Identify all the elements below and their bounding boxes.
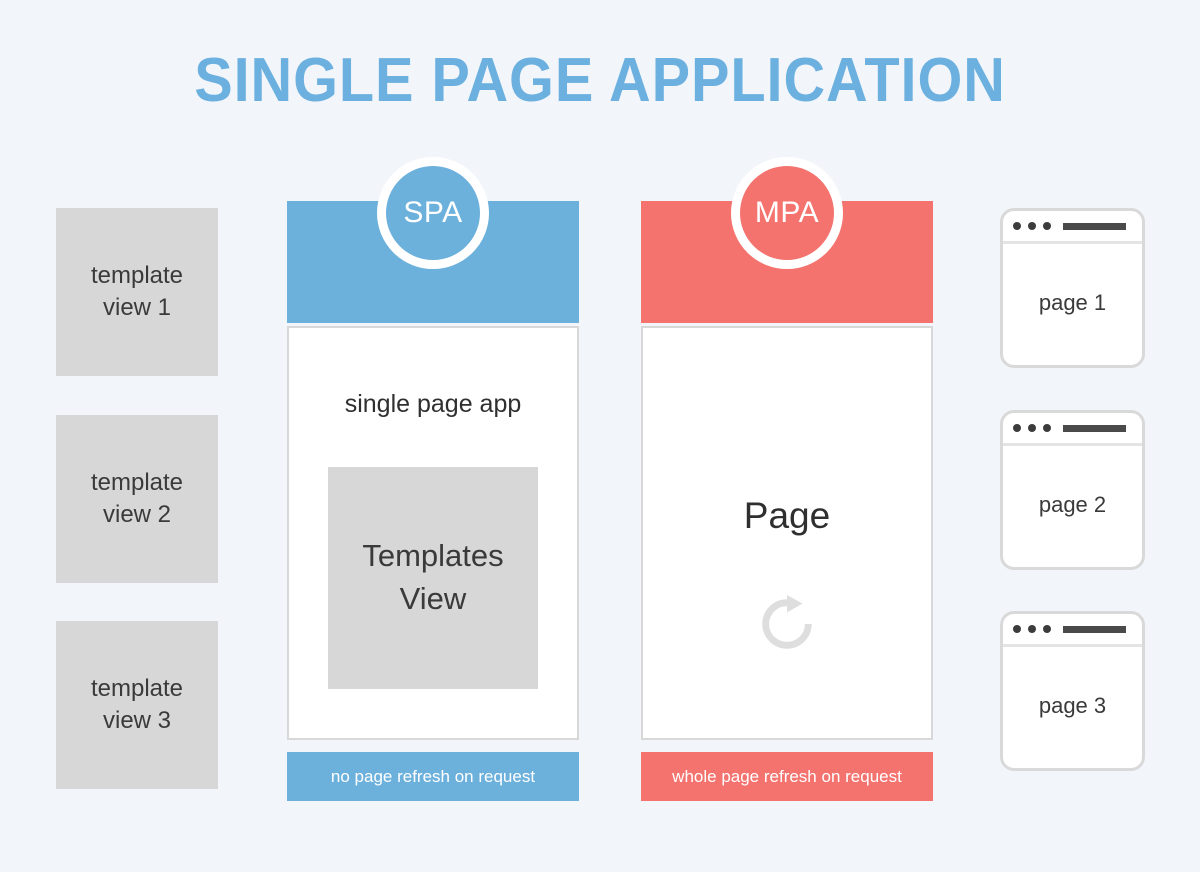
spa-panel-body: single page app Templates View bbox=[287, 326, 579, 740]
browser-titlebar bbox=[1003, 614, 1142, 647]
browser-titlebar bbox=[1003, 413, 1142, 446]
window-dots-icon bbox=[1013, 424, 1051, 432]
refresh-icon bbox=[756, 593, 818, 655]
browser-window-page-1: page 1 bbox=[1000, 208, 1145, 368]
mpa-footer-label: whole page refresh on request bbox=[641, 752, 933, 801]
browser-page-1-label: page 1 bbox=[1038, 290, 1107, 315]
template-view-1-line2: view 1 bbox=[102, 294, 172, 321]
browser-page-2-label: page 2 bbox=[1038, 492, 1107, 517]
template-view-2-line1: template bbox=[90, 469, 184, 497]
browser-window-page-2: page 2 bbox=[1000, 410, 1145, 570]
address-bar-icon bbox=[1063, 423, 1126, 433]
spa-panel: SPA single page app Templates View no pa… bbox=[287, 157, 579, 801]
template-view-2-box: template view 2 bbox=[56, 415, 218, 583]
mpa-panel: MPA Page whole page refresh on request bbox=[641, 157, 933, 801]
template-view-3-line1: template bbox=[90, 675, 184, 703]
window-dots-icon bbox=[1013, 222, 1051, 230]
spa-badge: SPA bbox=[377, 157, 489, 269]
mpa-badge: MPA bbox=[731, 157, 843, 269]
browser-page-3-label: page 3 bbox=[1038, 693, 1107, 718]
mpa-body-label: Page bbox=[743, 495, 831, 536]
mpa-panel-body: Page bbox=[641, 326, 933, 740]
spa-panel-header: SPA bbox=[287, 157, 579, 323]
page-title: SINGLE PAGE APPLICATION bbox=[194, 46, 1006, 115]
template-view-3-box: template view 3 bbox=[56, 621, 218, 789]
spa-templates-view-line1: Templates bbox=[362, 538, 504, 574]
template-view-2-line2: view 2 bbox=[102, 501, 172, 528]
address-bar-icon bbox=[1063, 221, 1126, 231]
spa-body-label: single page app bbox=[344, 390, 522, 418]
browser-titlebar bbox=[1003, 211, 1142, 244]
browser-window-page-3: page 3 bbox=[1000, 611, 1145, 771]
address-bar-icon bbox=[1063, 624, 1126, 634]
spa-templates-view-line2: View bbox=[399, 581, 467, 616]
mpa-panel-header: MPA bbox=[641, 157, 933, 323]
template-view-1-box: template view 1 bbox=[56, 208, 218, 376]
spa-footer-label: no page refresh on request bbox=[287, 752, 579, 801]
template-view-3-line2: view 3 bbox=[102, 707, 172, 734]
template-view-1-line1: template bbox=[90, 262, 184, 290]
spa-templates-view-box: Templates View bbox=[328, 467, 538, 689]
window-dots-icon bbox=[1013, 625, 1051, 633]
